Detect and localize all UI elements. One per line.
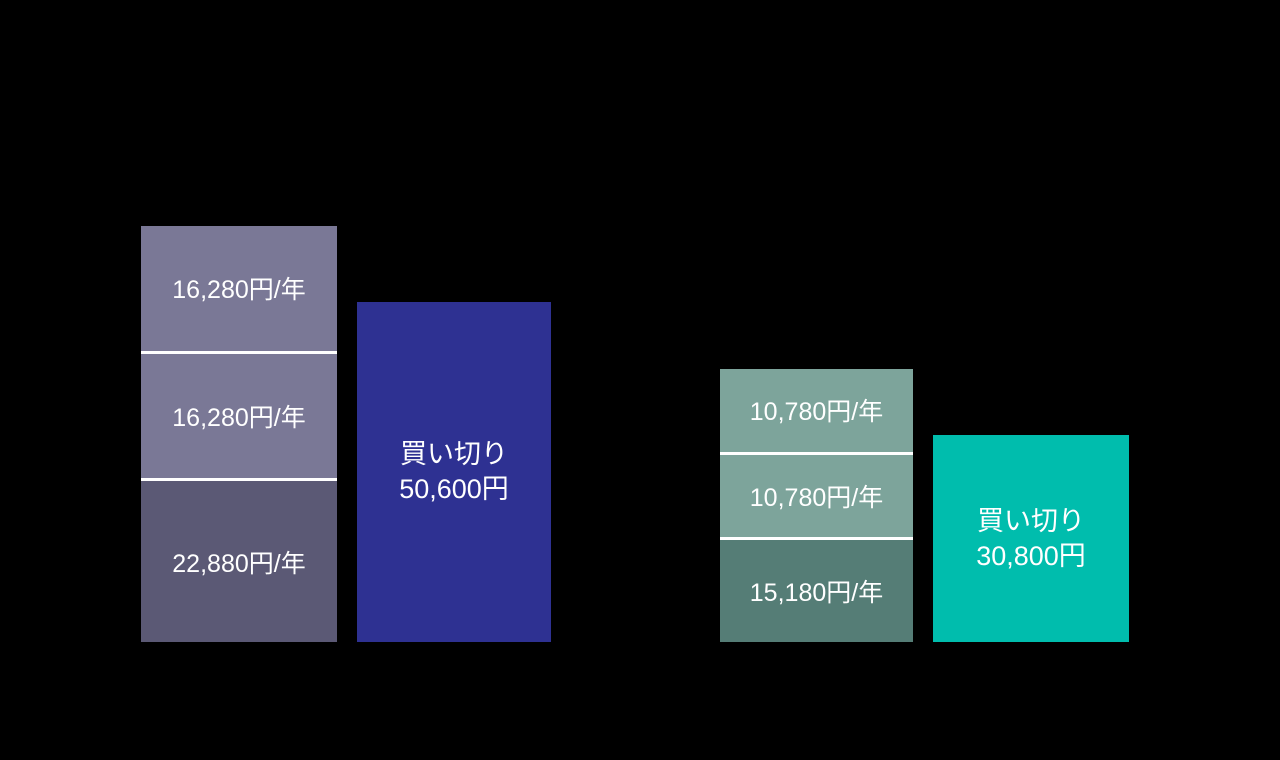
segment-label: 16,280円/年	[172, 276, 306, 305]
buyout-price: 50,600円	[399, 474, 509, 504]
segment-label: 15,180円/年	[749, 579, 884, 608]
segment-label: 10,780円/年	[749, 483, 884, 512]
stack-segment-1: 16,280円/年	[141, 226, 337, 351]
segment-label: 16,280円/年	[172, 404, 306, 433]
stack-segment-1: 10,780円/年	[720, 369, 913, 452]
segment-label: 22,880円/年	[172, 549, 306, 578]
stack-segment-2: 10,780円/年	[720, 451, 913, 538]
subscription-stacked-bar-left: 16,280円/年 16,280円/年 22,880円/年	[141, 226, 337, 643]
one-time-purchase-bar-left: 買い切り 50,600円	[357, 302, 551, 642]
stack-segment-3: 22,880円/年	[141, 478, 337, 643]
segment-label: 10,780円/年	[749, 398, 884, 427]
stack-segment-3: 15,180円/年	[720, 537, 913, 642]
buyout-price: 30,800円	[976, 540, 1086, 571]
subscription-stacked-bar-right: 10,780円/年 10,780円/年 15,180円/年	[720, 369, 913, 642]
one-time-purchase-bar-right: 買い切り 30,800円	[933, 435, 1129, 642]
buyout-label: 買い切り	[977, 505, 1085, 536]
buyout-label: 買い切り	[400, 439, 508, 469]
stack-segment-2: 16,280円/年	[141, 350, 337, 479]
